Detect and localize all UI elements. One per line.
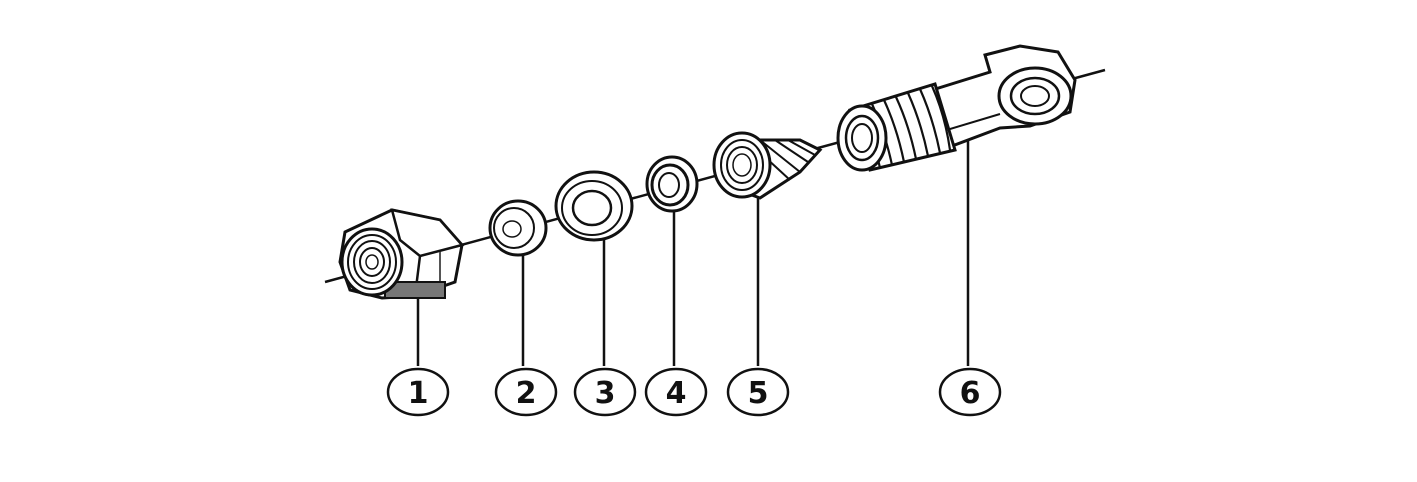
callout-6: 6 [938, 367, 1002, 417]
leader-lines [416, 140, 970, 366]
callout-1: 1 [386, 367, 450, 417]
callout-4-label: 4 [666, 376, 687, 411]
callout-3: 3 [573, 367, 637, 417]
callout-2: 2 [494, 367, 558, 417]
conical-sleeve [712, 131, 823, 200]
callout-6-label: 6 [960, 376, 981, 411]
small-washer [488, 199, 548, 257]
callout-4: 4 [644, 367, 708, 417]
large-washer [554, 170, 634, 242]
callout-5: 5 [726, 367, 790, 417]
callout-5-label: 5 [748, 376, 769, 411]
callout-1-label: 1 [408, 376, 429, 411]
callout-2-label: 2 [516, 376, 537, 411]
hex-nut [338, 208, 465, 300]
ring-spacer [645, 155, 699, 213]
callout-3-label: 3 [595, 376, 616, 411]
threaded-eye-bolt [836, 44, 1077, 172]
